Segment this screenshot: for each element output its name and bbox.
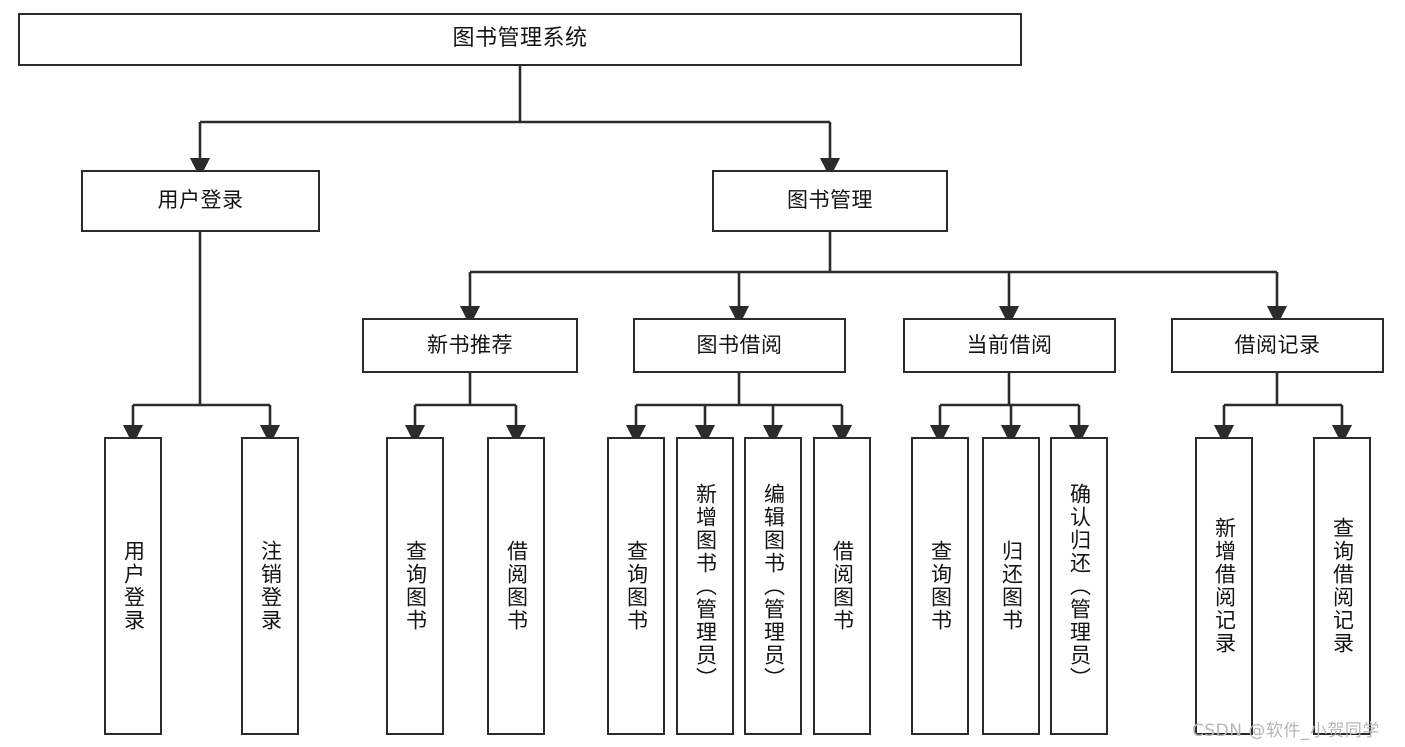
node-book-borrow-label: 图书借阅 <box>696 332 783 357</box>
node-book-management[interactable]: 图书管理 <box>712 170 948 232</box>
leaf-edit-book-admin[interactable]: 编辑图书（管理员） <box>744 437 802 735</box>
leaf-query-borrow-record-label: 查询借阅记录 <box>1330 517 1355 655</box>
leaf-return-book[interactable]: 归还图书 <box>982 437 1040 735</box>
leaf-edit-book-admin-label: 编辑图书（管理员） <box>761 482 786 690</box>
node-current-borrow-label: 当前借阅 <box>966 332 1053 357</box>
node-user-login-label: 用户登录 <box>157 188 244 213</box>
leaf-query-book-recommend[interactable]: 查询图书 <box>386 437 444 735</box>
leaf-borrow-book-label: 借阅图书 <box>830 540 855 632</box>
node-book-borrow[interactable]: 图书借阅 <box>633 318 846 373</box>
leaf-add-borrow-record[interactable]: 新增借阅记录 <box>1195 437 1253 735</box>
node-new-book-recommend[interactable]: 新书推荐 <box>362 318 578 373</box>
leaf-user-logout[interactable]: 注销登录 <box>241 437 299 735</box>
leaf-user-login-label: 用户登录 <box>121 540 146 632</box>
leaf-query-book-current-label: 查询图书 <box>928 540 953 632</box>
leaf-user-logout-label: 注销登录 <box>258 540 283 632</box>
leaf-query-book-recommend-label: 查询图书 <box>403 540 428 632</box>
node-user-login[interactable]: 用户登录 <box>81 170 320 232</box>
node-current-borrow[interactable]: 当前借阅 <box>903 318 1116 373</box>
node-root-label: 图书管理系统 <box>452 26 588 52</box>
leaf-borrow-book-recommend[interactable]: 借阅图书 <box>487 437 545 735</box>
leaf-return-book-label: 归还图书 <box>999 540 1024 632</box>
node-book-management-label: 图书管理 <box>787 188 873 213</box>
leaf-confirm-return-admin-label: 确认归还（管理员） <box>1067 482 1092 690</box>
csdn-watermark: CSDN @软件_小贺同学 <box>1192 721 1380 741</box>
leaf-add-book-admin-label: 新增图书（管理员） <box>693 482 718 690</box>
node-root[interactable]: 图书管理系统 <box>18 13 1022 66</box>
leaf-borrow-book-recommend-label: 借阅图书 <box>504 540 529 632</box>
node-new-book-recommend-label: 新书推荐 <box>427 332 513 357</box>
leaf-query-book-borrow-label: 查询图书 <box>624 540 649 632</box>
leaf-add-borrow-record-label: 新增借阅记录 <box>1212 517 1237 655</box>
leaf-add-book-admin[interactable]: 新增图书（管理员） <box>676 437 734 735</box>
leaf-user-login[interactable]: 用户登录 <box>104 437 162 735</box>
node-borrow-record-label: 借阅记录 <box>1234 332 1321 357</box>
leaf-query-book-current[interactable]: 查询图书 <box>911 437 969 735</box>
leaf-confirm-return-admin[interactable]: 确认归还（管理员） <box>1050 437 1108 735</box>
node-borrow-record[interactable]: 借阅记录 <box>1171 318 1384 373</box>
leaf-query-borrow-record[interactable]: 查询借阅记录 <box>1313 437 1371 735</box>
leaf-query-book-borrow[interactable]: 查询图书 <box>607 437 665 735</box>
leaf-borrow-book[interactable]: 借阅图书 <box>813 437 871 735</box>
